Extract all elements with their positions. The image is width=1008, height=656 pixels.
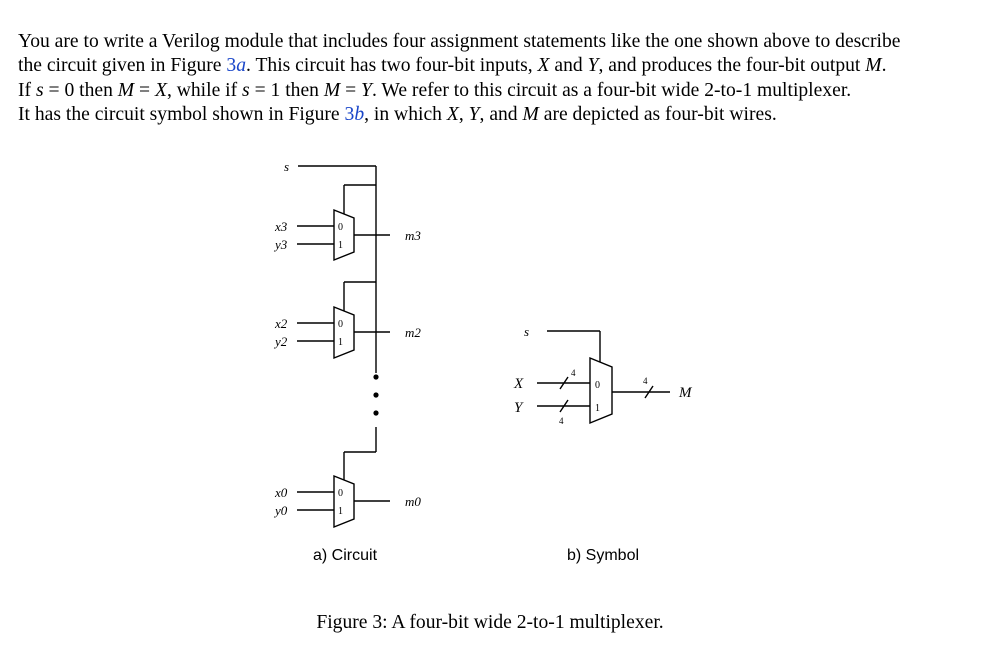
text-run: It has the circuit symbol shown in Figur…	[18, 104, 345, 126]
text-run: , and produces the four-bit output	[598, 55, 866, 77]
stage3-in1-label: 1	[338, 240, 343, 251]
ref-number[interactable]: 3	[344, 104, 355, 126]
text-run: . This circuit has two four-bit inputs,	[246, 55, 538, 77]
circuit-wiring	[297, 165, 390, 529]
symbol-y-label: Y	[514, 400, 524, 416]
text-run: , while if	[166, 79, 243, 101]
math-var: X	[446, 104, 459, 126]
problem-paragraph: You are to write a Verilog module that i…	[18, 30, 990, 128]
bus-width-x: 4	[571, 368, 576, 378]
mux-stage-2	[333, 305, 355, 360]
stage0-in0-label: 0	[338, 488, 343, 499]
figure-caption: Figure 3: A four-bit wide 2-to-1 multipl…	[0, 612, 1008, 634]
output-m3-label: m3	[405, 228, 421, 243]
math-var: M	[117, 79, 135, 101]
math-var: M	[323, 79, 341, 101]
symbol-labels: s X Y M	[513, 324, 693, 416]
input-x0-label: x0	[274, 485, 288, 500]
math-var: Y	[587, 55, 599, 77]
text-run: .	[881, 55, 887, 77]
math-var: M	[522, 104, 539, 126]
select-label: s	[284, 159, 289, 174]
bus-slash-x	[559, 376, 569, 390]
math-var: M	[865, 55, 882, 77]
caption-text: Figure 3: A four-bit wide 2-to-1 multipl…	[316, 612, 664, 633]
bus-width-labels: 4 4 4	[559, 368, 648, 426]
text-run: the circuit given in Figure	[18, 55, 227, 77]
math-var: X	[537, 55, 550, 77]
text-run: and	[549, 55, 588, 77]
text-run: =	[340, 79, 362, 101]
text-run: , and	[479, 104, 523, 126]
symbol-select-label: s	[524, 324, 529, 339]
stage2-in1-label: 1	[338, 337, 343, 348]
ref-sub[interactable]: a	[236, 55, 246, 77]
math-var: s	[35, 79, 44, 101]
output-m0-label: m0	[405, 494, 421, 509]
input-y3-label: y3	[273, 237, 288, 252]
text-run: =	[134, 79, 155, 101]
input-x2-label: x2	[274, 316, 288, 331]
stage3-in0-label: 0	[338, 222, 343, 233]
symbol-x-label: X	[513, 376, 524, 392]
symbol-sublabel: b) Symbol	[567, 547, 640, 564]
mux-stage-0	[333, 474, 355, 529]
mux-input-numbers: 0 1 0 1 0 1	[338, 222, 343, 517]
math-var: Y	[361, 79, 372, 101]
symbol-input-numbers: 0 1	[595, 380, 600, 414]
ref-number[interactable]: 3	[226, 55, 237, 77]
bus-width-y: 4	[559, 416, 564, 426]
mux-stage-3	[333, 208, 355, 262]
figure-ref-link[interactable]: 3b	[345, 104, 365, 125]
ellipsis-dots	[373, 374, 379, 416]
symbol-mux	[589, 356, 613, 425]
input-x3-label: x3	[274, 219, 288, 234]
symbol-wiring	[537, 330, 670, 425]
paragraph-line-4: It has the circuit symbol shown in Figur…	[18, 103, 990, 127]
circuit-sublabel: a) Circuit	[313, 547, 378, 564]
bus-slash-m	[644, 385, 654, 399]
output-m2-label: m2	[405, 325, 421, 340]
text-run: You are to write a Verilog module that i…	[18, 31, 901, 52]
math-var: s	[242, 79, 250, 101]
text-run: . We refer to this circuit as a four-bit…	[371, 79, 852, 101]
input-y0-label: y0	[273, 503, 288, 518]
circuit-labels: s x3 y3 m3 x2 y2 m2 x0 y0 m0	[273, 159, 421, 518]
paragraph-line-1: You are to write a Verilog module that i…	[18, 30, 990, 54]
paragraph-line-3: If s = 0 then M = X, while if s = 1 then…	[18, 79, 990, 103]
figure-ref-link[interactable]: 3a	[226, 55, 246, 76]
text-run: are depicted as four-bit wires.	[538, 104, 777, 126]
symbol-in1-label: 1	[595, 403, 600, 414]
paragraph-line-2: the circuit given in Figure 3a. This cir…	[18, 54, 990, 78]
math-var: Y	[468, 104, 480, 126]
stage2-in0-label: 0	[338, 319, 343, 330]
symbol-m-label: M	[678, 385, 693, 401]
text-run: ,	[458, 104, 469, 126]
stage0-in1-label: 1	[338, 506, 343, 517]
ref-sub[interactable]: b	[354, 104, 365, 126]
math-var: X	[154, 79, 167, 101]
text-run: , in which	[364, 104, 447, 126]
text-run: = 0 then	[43, 79, 118, 101]
text-run: = 1 then	[249, 79, 324, 101]
text-run: If	[18, 79, 36, 101]
bus-width-m: 4	[643, 376, 648, 386]
bus-slash-y	[559, 399, 569, 413]
symbol-in0-label: 0	[595, 380, 600, 391]
input-y2-label: y2	[273, 334, 288, 349]
